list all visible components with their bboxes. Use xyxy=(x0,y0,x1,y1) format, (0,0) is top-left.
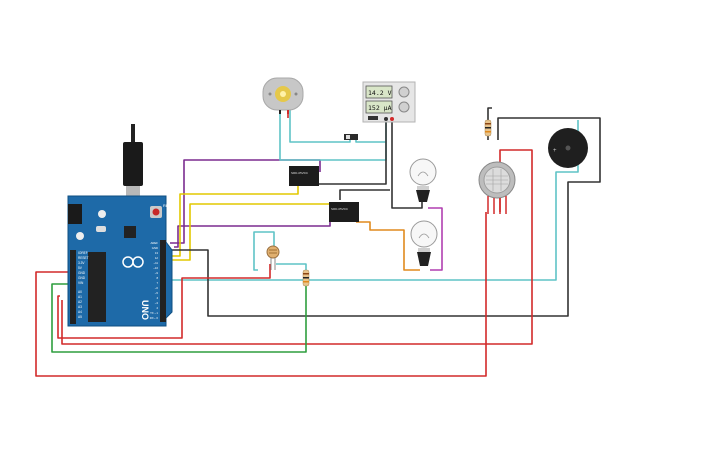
svg-text:RX←0: RX←0 xyxy=(150,316,159,320)
digital-header xyxy=(160,240,166,322)
wire-yellow-relay1[interactable] xyxy=(170,180,299,257)
wire-magenta-bulbs[interactable] xyxy=(428,207,443,271)
resistor-icon[interactable] xyxy=(484,119,492,137)
digital-labels: AREF GND 13 12 ~11 ~10 ~9 8 7 ~6 ~5 4 ~3… xyxy=(150,241,159,320)
capacitor xyxy=(98,210,106,218)
wire-red-gas[interactable] xyxy=(61,149,533,345)
piezo-buzzer-icon[interactable]: + xyxy=(548,128,588,168)
svg-text:~5: ~5 xyxy=(155,291,159,295)
power-header xyxy=(70,250,76,324)
relay-2[interactable]: SRD-05VDC xyxy=(329,202,359,222)
photoresistor-icon[interactable] xyxy=(266,245,280,270)
svg-text:IOREF: IOREF xyxy=(78,251,88,255)
analog-labels: A0 A1 A2 A3 A4 A5 xyxy=(78,290,82,319)
current-knob[interactable] xyxy=(398,101,410,113)
svg-text:~6: ~6 xyxy=(155,286,159,290)
dc-motor-icon[interactable] xyxy=(262,77,304,114)
svg-text:12: 12 xyxy=(155,256,159,260)
arduino-logo: UNO xyxy=(122,256,150,320)
svg-text:+: + xyxy=(553,148,557,154)
voltage-knob[interactable] xyxy=(398,86,410,98)
svg-text:A0: A0 xyxy=(78,290,82,294)
power-supply-icon[interactable]: 14.2 V 152 μA xyxy=(362,81,416,123)
wire-ldr-resistor[interactable] xyxy=(276,263,307,272)
wire-yellow-relay2[interactable] xyxy=(166,203,331,261)
svg-text:4: 4 xyxy=(156,296,158,300)
current-display: 152 μA xyxy=(368,104,392,112)
relay-1[interactable]: SRD-05VDC xyxy=(289,166,319,186)
capacitor xyxy=(76,232,84,240)
svg-text:A2: A2 xyxy=(78,300,82,304)
svg-text:~9: ~9 xyxy=(155,271,159,275)
svg-text:2: 2 xyxy=(156,306,158,310)
power-jack xyxy=(68,204,82,224)
psu-switch[interactable] xyxy=(368,116,378,120)
arduino-uno[interactable]: UNO RESET IOREF RESET 3.3V 5V GND GND VI… xyxy=(67,124,177,327)
wire-red-5v[interactable] xyxy=(35,212,487,377)
light-bulb-icon[interactable] xyxy=(409,158,437,202)
wire-black-gnd[interactable] xyxy=(172,117,601,317)
gas-sensor-icon[interactable] xyxy=(478,161,516,214)
wire-black-relay2[interactable] xyxy=(339,189,390,200)
light-bulb-icon[interactable] xyxy=(410,220,438,266)
svg-text:AREF: AREF xyxy=(151,241,159,245)
svg-text:GND: GND xyxy=(78,276,86,280)
wire-cyan-ldr[interactable] xyxy=(253,231,275,271)
svg-text:7: 7 xyxy=(156,281,158,285)
crystal xyxy=(96,226,106,232)
usb-chip xyxy=(124,226,136,238)
svg-text:TX→1: TX→1 xyxy=(150,311,158,315)
mcu-chip xyxy=(88,252,106,322)
svg-text:5V: 5V xyxy=(78,266,83,270)
wire-cyan-gas[interactable] xyxy=(166,120,579,281)
power-labels: IOREF RESET 3.3V 5V GND GND VIN xyxy=(78,251,89,285)
svg-text:~10: ~10 xyxy=(153,266,158,270)
svg-text:~11: ~11 xyxy=(153,261,158,265)
wire-cyan-switch-psu[interactable] xyxy=(355,138,386,143)
slide-switch-icon[interactable] xyxy=(344,134,358,140)
resistor-icon[interactable] xyxy=(302,269,310,287)
voltage-display: 14.2 V xyxy=(368,89,392,97)
svg-text:A5: A5 xyxy=(78,315,82,319)
wire-black-relay1[interactable] xyxy=(310,122,387,185)
svg-text:GND: GND xyxy=(152,246,158,250)
svg-text:SRD-05VDC: SRD-05VDC xyxy=(291,171,309,175)
svg-text:A1: A1 xyxy=(78,295,82,299)
usb-plug xyxy=(123,142,143,186)
arduino-logo-text: UNO xyxy=(140,300,150,320)
wire-cyan-psu-switch[interactable] xyxy=(289,110,351,143)
svg-text:A4: A4 xyxy=(78,310,82,314)
svg-text:GND: GND xyxy=(78,271,86,275)
svg-text:RESET: RESET xyxy=(78,256,89,260)
svg-text:A3: A3 xyxy=(78,305,82,309)
svg-text:13: 13 xyxy=(155,251,159,255)
reset-label: RESET xyxy=(163,203,177,208)
wires xyxy=(35,107,601,377)
wire-purple-relay2[interactable] xyxy=(174,218,331,248)
wire-red-ldr[interactable] xyxy=(57,264,271,339)
reset-button-cap xyxy=(152,208,160,216)
svg-text:3.3V: 3.3V xyxy=(78,261,85,265)
wire-black-bulb[interactable] xyxy=(391,120,423,209)
svg-text:8: 8 xyxy=(156,276,158,280)
svg-text:~3: ~3 xyxy=(155,301,159,305)
usb-cable xyxy=(131,124,135,142)
svg-text:SRD-05VDC: SRD-05VDC xyxy=(331,207,349,211)
svg-text:VIN: VIN xyxy=(78,281,84,285)
wire-green-resistor[interactable] xyxy=(51,283,307,353)
wire-orange-bulb[interactable] xyxy=(356,221,420,271)
